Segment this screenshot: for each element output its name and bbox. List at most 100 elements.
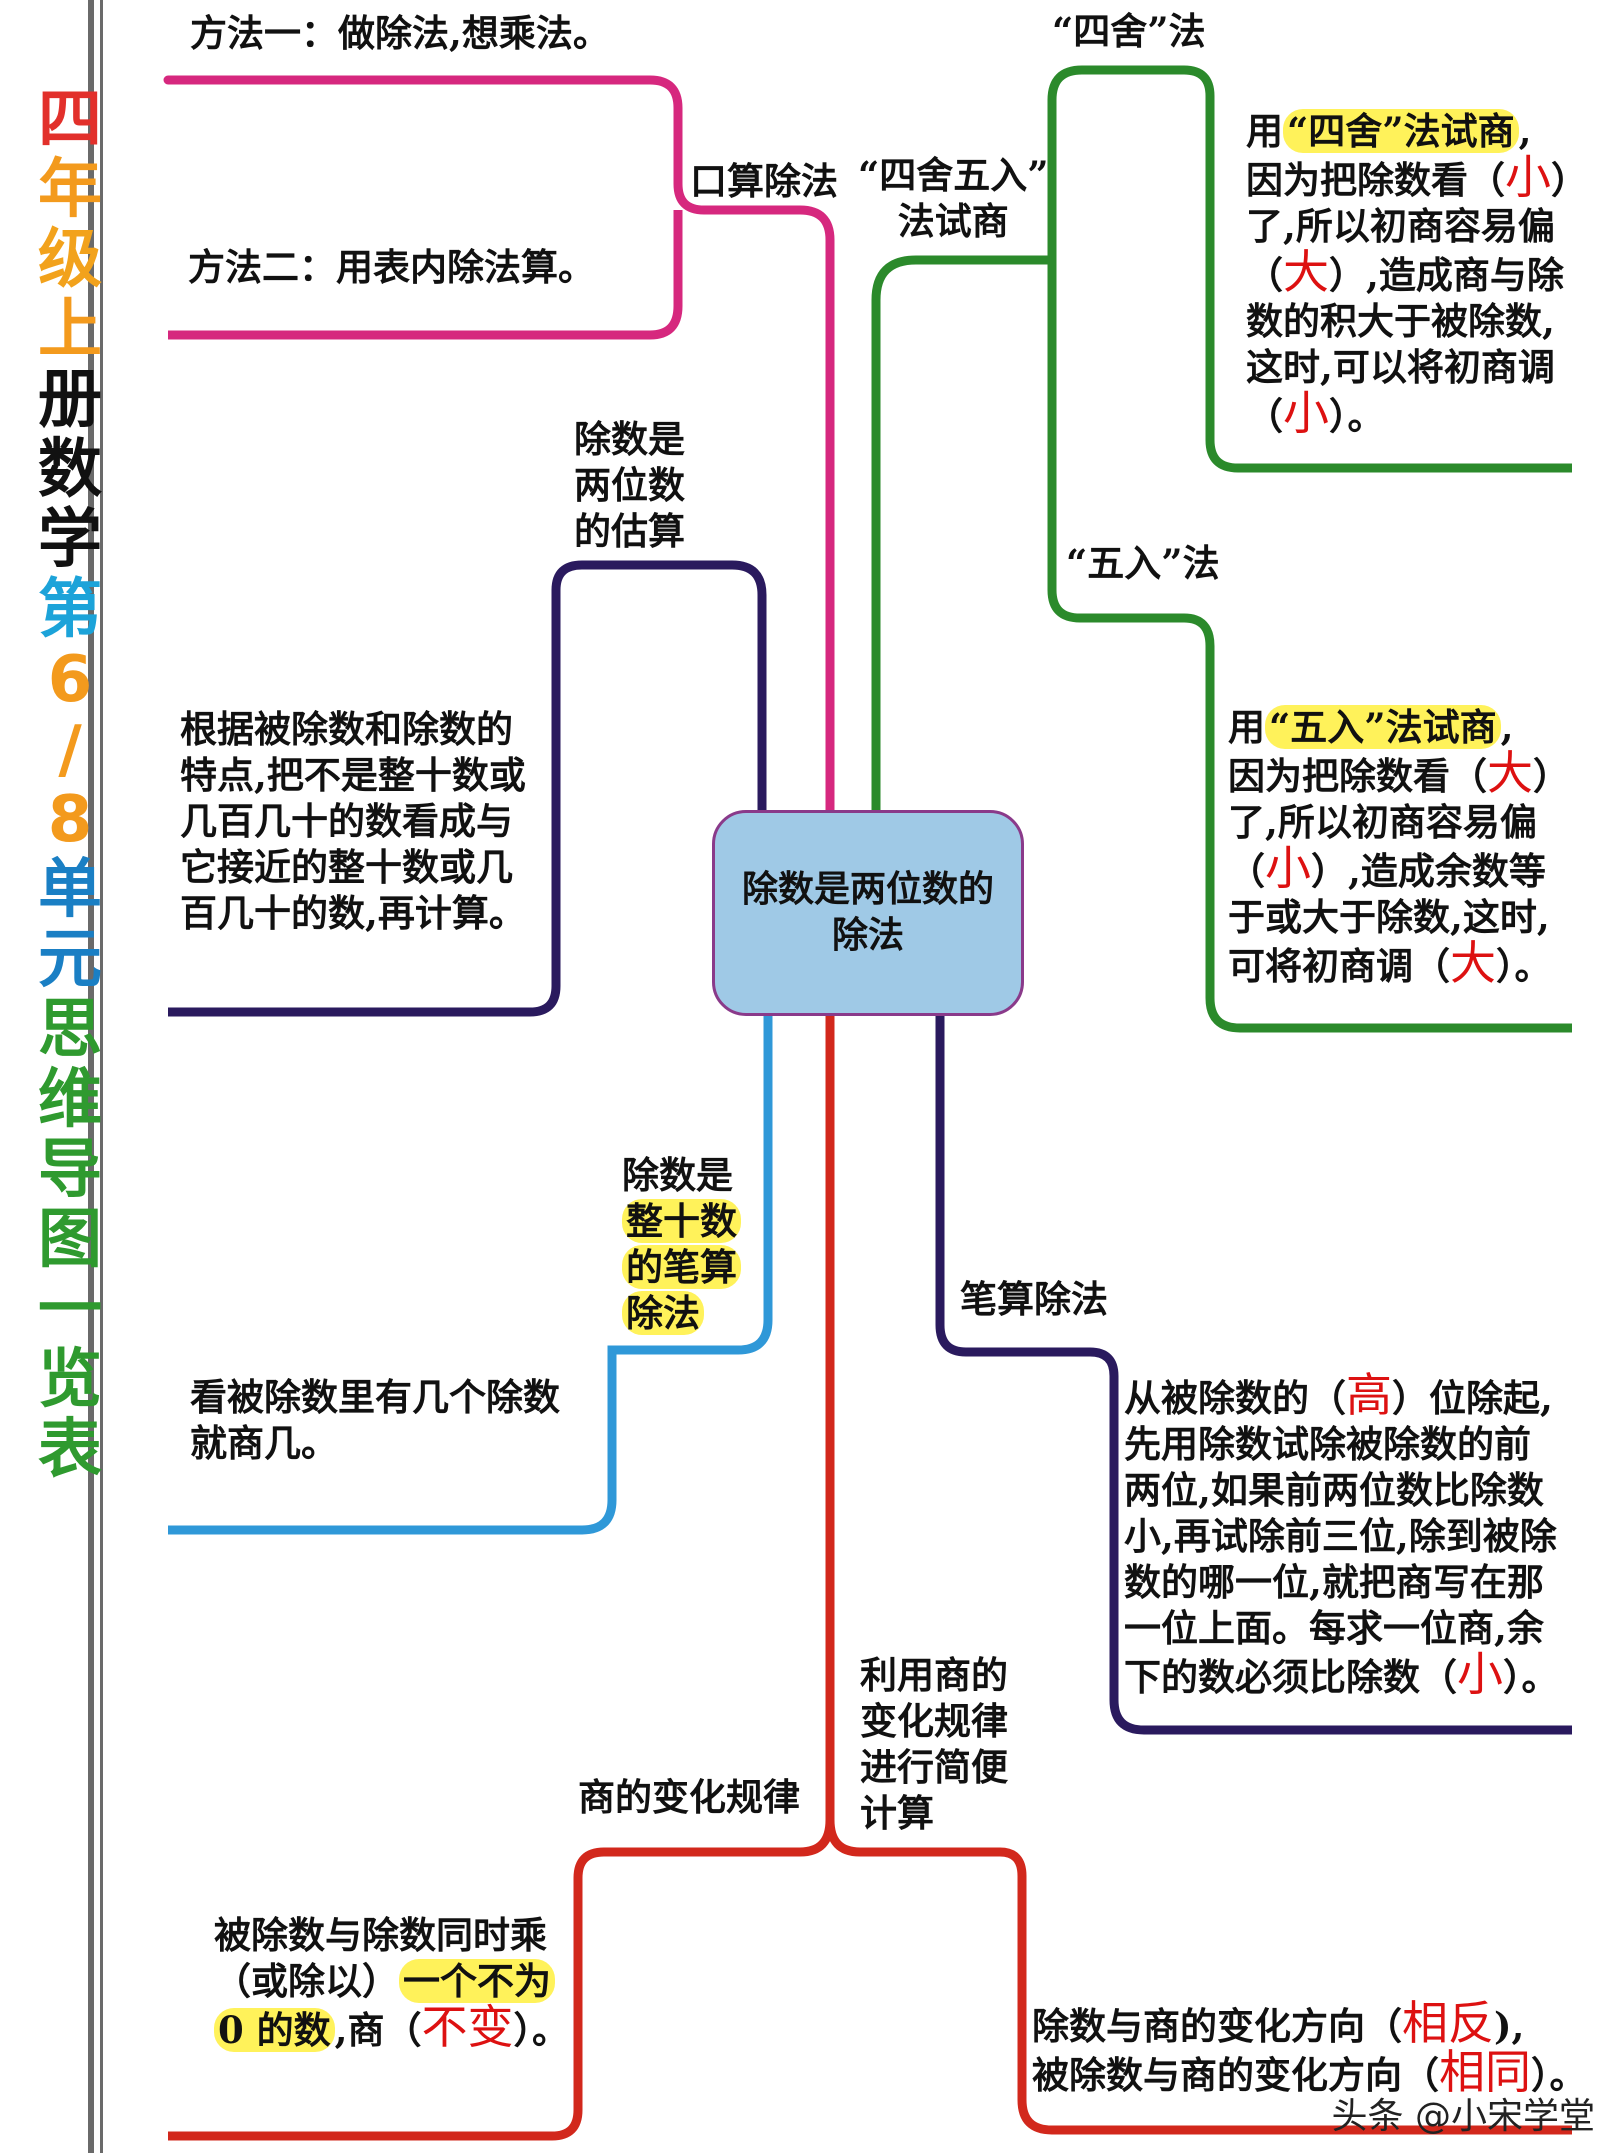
title-char: 四	[38, 83, 102, 157]
rule-text-1: 被除数与除数同时乘	[214, 1913, 547, 1957]
round-label-1: “四舍五入”	[858, 153, 1049, 197]
branch-oral-pink	[163, 75, 835, 815]
round-up-3: 了,所以初商容易偏	[1228, 800, 1537, 844]
round-up-5: 于或大于除数,这时,	[1228, 895, 1550, 939]
branch-tens-blue	[168, 1010, 773, 1535]
tens-text-1: 看被除数里有几个除数	[190, 1375, 560, 1419]
title-char: 思	[38, 993, 102, 1067]
tens-label: 除数是 整十数 的笔算 除法	[622, 1152, 741, 1336]
simplify-text-2: 被除数与商的变化方向（相同）。	[1032, 2045, 1587, 2099]
round-down-5: 数的积大于被除数,	[1246, 299, 1555, 343]
round-up-6: 可将初商调（大）。	[1228, 936, 1552, 990]
estimate-text-5: 百几十的数,再计算。	[180, 891, 526, 935]
branch-estimate-navy	[168, 560, 767, 1017]
round-label-2: 法试商	[897, 199, 1009, 243]
estimate-text-1: 根据被除数和除数的	[180, 707, 513, 751]
written-1: 从被除数的（高）位除起,	[1124, 1368, 1553, 1422]
estimate-text-3: 几百几十的数看成与	[180, 799, 513, 843]
branch-oral-pink-2	[168, 210, 683, 340]
rule-text-3: 0 的数,商（不变）。	[214, 2004, 569, 2053]
rule-label: 商的变化规律	[578, 1775, 800, 1819]
round-up-label: “五入”法	[1066, 541, 1220, 585]
title-char: 维	[38, 1063, 102, 1137]
margin-rail-outer	[88, 0, 94, 2153]
written-7: 下的数必须比除数（小）。	[1124, 1647, 1559, 1701]
round-label: “四舍五入” 法试商	[858, 152, 1049, 244]
estimate-label-2: 两位数	[574, 463, 685, 507]
written-2: 先用除数试除被除数的前	[1124, 1422, 1531, 1466]
simplify-label-1: 利用商的	[860, 1653, 1008, 1697]
round-down-2: 因为把除数看（小）	[1246, 150, 1588, 204]
title-char: 表	[38, 1413, 102, 1487]
title-char: 元	[38, 923, 102, 997]
rule-text-2: （或除以）一个不为	[214, 1958, 569, 2004]
written-label: 笔算除法	[960, 1277, 1108, 1321]
tens-text: 看被除数里有几个除数 就商几。	[190, 1374, 560, 1466]
title-char: 导	[38, 1133, 102, 1207]
branch-simplify-red	[825, 1819, 1572, 2135]
simplify-text: 除数与商的变化方向（相反), 被除数与商的变化方向（相同）。	[1032, 2000, 1587, 2098]
title-char: 图	[38, 1203, 102, 1277]
tens-label-2: 整十数	[622, 1198, 741, 1244]
title-char: 年	[38, 153, 102, 227]
written-text: 从被除数的（高）位除起, 先用除数试除被除数的前 两位,如果前两位数比除数 小,…	[1124, 1372, 1559, 1700]
estimate-label-1: 除数是	[574, 417, 685, 461]
tens-text-2: 就商几。	[190, 1421, 338, 1465]
title-char: /	[58, 713, 82, 787]
tens-label-1: 除数是	[622, 1153, 733, 1197]
title-char: 上	[38, 293, 102, 367]
title-char: 数	[38, 433, 102, 507]
central-topic-line-1: 除数是两位数的	[741, 869, 994, 910]
round-up-4: （小）,造成余数等	[1228, 841, 1546, 895]
simplify-label-4: 计算	[860, 1791, 934, 1835]
round-down-label: “四舍”法	[1052, 9, 1206, 53]
tens-label-4: 除法	[622, 1290, 741, 1336]
branch-written-navy	[935, 1010, 1572, 1735]
margin-rail-inner	[100, 0, 103, 2153]
simplify-text-1: 除数与商的变化方向（相反),	[1032, 1996, 1525, 2050]
round-down-3: 了,所以初商容易偏	[1246, 204, 1555, 248]
title-char: 册	[38, 363, 102, 437]
oral-method-1: 方法一：做除法,想乘法。	[190, 11, 610, 55]
simplify-label-2: 变化规律	[860, 1699, 1008, 1743]
title-char: 8	[47, 783, 93, 857]
branch-rule-red	[168, 1010, 835, 2141]
title-char: 一	[38, 1273, 102, 1347]
estimate-text-2: 特点,把不是整十数或	[180, 753, 526, 797]
branch-round-green-2	[1047, 260, 1572, 1033]
written-5: 数的哪一位,就把商写在那	[1124, 1560, 1544, 1604]
oral-label: 口算除法	[690, 159, 838, 203]
watermark: 头条 @小宋学堂	[1331, 2096, 1595, 2137]
estimate-text: 根据被除数和除数的 特点,把不是整十数或 几百几十的数看成与 它接近的整十数或几…	[180, 706, 526, 936]
tens-label-3: 的笔算	[622, 1244, 741, 1290]
title-char: 览	[38, 1343, 102, 1417]
written-6: 一位上面。每求一位商,余	[1124, 1606, 1544, 1650]
title-char: 6	[47, 643, 93, 717]
written-4: 小,再试除前三位,除到被除	[1124, 1514, 1557, 1558]
estimate-label: 除数是 两位数 的估算	[574, 416, 685, 554]
round-down-6: 这时,可以将初商调	[1246, 345, 1555, 389]
title-char: 第	[38, 573, 102, 647]
title-char: 学	[38, 503, 102, 577]
rule-text: 被除数与除数同时乘 （或除以）一个不为 0 的数,商（不变）。	[214, 1912, 569, 2053]
round-down-1: 用“四舍”法试商,	[1246, 109, 1532, 153]
title-char: 单	[38, 853, 102, 927]
round-down-4: （大）,造成商与除	[1246, 245, 1564, 299]
written-3: 两位,如果前两位数比除数	[1124, 1468, 1544, 1512]
oral-method-2: 方法二：用表内除法算。	[188, 245, 595, 289]
estimate-text-4: 它接近的整十数或几	[180, 845, 513, 889]
round-down-7: （小）。	[1246, 386, 1385, 440]
round-down-text: 用“四舍”法试商, 因为把除数看（小） 了,所以初商容易偏 （大）,造成商与除 …	[1246, 108, 1588, 439]
round-up-1: 用“五入”法试商,	[1228, 705, 1514, 749]
central-topic: 除数是两位数的除法	[712, 810, 1024, 1016]
title-char: 级	[38, 223, 102, 297]
simplify-label-3: 进行简便	[860, 1745, 1008, 1789]
round-up-text: 用“五入”法试商, 因为把除数看（大） 了,所以初商容易偏 （小）,造成余数等 …	[1228, 704, 1570, 989]
simplify-label: 利用商的 变化规律 进行简便 计算	[860, 1652, 1008, 1836]
branch-round-green	[871, 65, 1572, 810]
round-up-2: 因为把除数看（大）	[1228, 746, 1570, 800]
central-topic-line-2: 除法	[831, 915, 904, 956]
estimate-label-3: 的估算	[574, 509, 685, 553]
